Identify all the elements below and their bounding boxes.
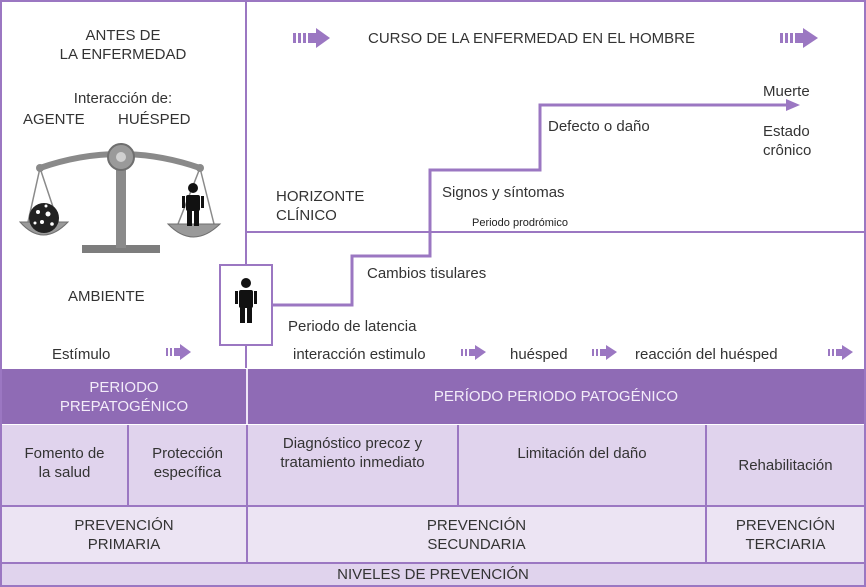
reaccion-label: reacción del huésped	[635, 346, 778, 363]
interaccion-label: Interacción de:	[73, 90, 173, 107]
niveles-label: NIVELES DE PREVENCIÓN	[337, 566, 529, 583]
niveles-row-border	[2, 562, 864, 564]
disease-course-staircase	[272, 103, 790, 307]
ambiente-label: AMBIENTE	[68, 288, 145, 305]
host-person-icon	[182, 183, 204, 226]
prevention-divider-2	[705, 507, 707, 562]
muerte-label: Muerte	[763, 83, 810, 100]
interventions-divider-4	[705, 425, 707, 505]
defecto-label: Defecto o daño	[548, 118, 650, 135]
estimulo-label: Estímulo	[52, 346, 111, 363]
diagnostico-cell: Diagnóstico precoz y tratamiento inmedia…	[280, 435, 425, 471]
prevencion-primaria: PREVENCIÓN PRIMARIA	[74, 516, 174, 553]
limitacion-cell: Limitación del daño	[517, 444, 647, 462]
estado-cronico-label: Estado crônico	[763, 123, 812, 159]
periods-divider	[246, 369, 248, 424]
prevencion-terciaria: PREVENCIÓN TERCIARIA	[735, 516, 836, 553]
agente-label: AGENTE	[23, 111, 85, 128]
interventions-band	[2, 425, 864, 505]
latencia-label: Periodo de latencia	[288, 318, 417, 335]
huesped-lower-label: huésped	[510, 346, 568, 363]
person-icon	[235, 278, 257, 323]
interaccion-arrow-icon	[461, 345, 486, 360]
curso-arrow-right-icon	[780, 28, 818, 48]
reaccion-arrow-icon	[828, 345, 853, 360]
patogenico-label: PERÍODO PERIODO PATOGÉNICO	[433, 388, 679, 405]
prevention-row-bg	[2, 507, 864, 562]
antes-title: ANTES DE LA ENFERMEDAD	[59, 27, 187, 63]
niveles-row-bg	[2, 564, 864, 585]
cambios-label: Cambios tisulares	[367, 265, 487, 282]
huesped-arrow-icon	[592, 345, 617, 360]
agent-microbe-icon	[29, 203, 59, 233]
interventions-divider-2	[246, 425, 248, 505]
muerte-arrow-head	[786, 99, 800, 111]
prevention-divider-1	[246, 507, 248, 562]
prodromico-label: Periodo prodrómico	[472, 217, 568, 229]
curso-title: CURSO DE LA ENFERMEDAD EN EL HOMBRE	[368, 30, 696, 47]
interventions-divider-3	[457, 425, 459, 505]
interventions-divider-1	[127, 425, 129, 505]
horizonte-clinico-label: HORIZONTE CLÍNICO	[276, 188, 365, 224]
estimulo-arrow-icon	[166, 344, 191, 360]
prepatogenico-label: PERIODO PREPATOGÉNICO	[59, 378, 189, 415]
periods-band	[2, 369, 864, 424]
proteccion-cell: Protección específica	[152, 445, 223, 481]
fomento-cell: Fomento de la salud	[24, 445, 105, 481]
rehabilitacion-cell: Rehabilitación	[738, 456, 833, 474]
curso-arrow-left-icon	[293, 28, 330, 48]
signos-label: Signos y síntomas	[442, 184, 565, 201]
interaccion-estimulo-label: interacción estimulo	[293, 346, 426, 363]
huesped-label: HUÉSPED	[118, 111, 191, 128]
prevencion-secundaria: PREVENCIÓN SECUNDARIA	[426, 516, 527, 553]
prevention-row-border-top	[2, 505, 864, 507]
